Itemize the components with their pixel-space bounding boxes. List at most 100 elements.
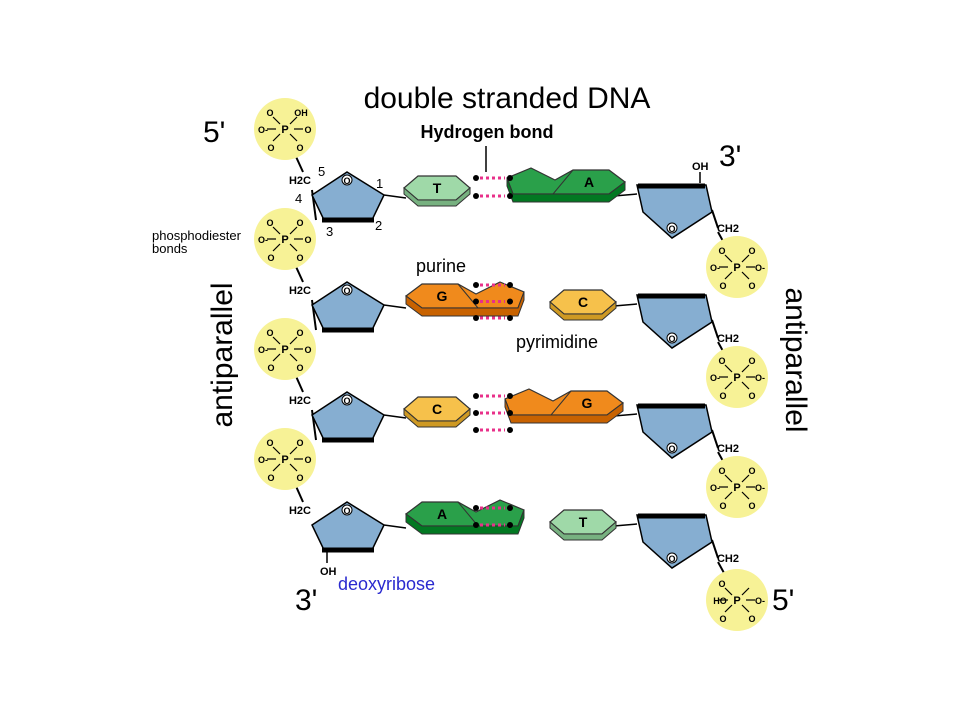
antiparallel-left-label: antiparallel bbox=[206, 282, 239, 427]
base-T-right: T bbox=[549, 509, 617, 541]
base-C-left: C bbox=[403, 396, 471, 428]
phosphate-bond bbox=[741, 491, 750, 500]
phosphate-o: O bbox=[748, 281, 755, 291]
phosphate-bond bbox=[272, 463, 281, 472]
phosphate-p: P bbox=[733, 595, 740, 607]
sugar-o: O bbox=[343, 396, 350, 406]
five-prime-top-label: 5' bbox=[203, 116, 225, 149]
bond-atom bbox=[507, 315, 513, 321]
hydrogen-bonds-row-3 bbox=[473, 393, 513, 433]
hydrogen-bonds-row-1 bbox=[473, 175, 513, 199]
phosphate-bond bbox=[741, 364, 750, 373]
base-letter: A bbox=[437, 506, 447, 522]
sugar-oxygen bbox=[341, 284, 353, 296]
base-side bbox=[403, 186, 471, 207]
base-side bbox=[405, 291, 525, 317]
phosphate-bond bbox=[724, 587, 733, 596]
phosphate-o-minus: O- bbox=[258, 455, 268, 465]
phosphate-bond bbox=[724, 604, 733, 613]
sugar-ch2: CH2 bbox=[717, 223, 739, 235]
phosphate-o: O- bbox=[755, 263, 765, 273]
sugar-o: O bbox=[343, 286, 350, 296]
sugar-h2c: H2C bbox=[289, 175, 311, 187]
phosphate-bond bbox=[724, 254, 733, 263]
base-ring-line bbox=[550, 390, 572, 416]
phosphate-bond bbox=[741, 381, 750, 390]
phosphate-o: O- bbox=[755, 596, 765, 606]
phosphate-o-minus: O- bbox=[258, 345, 268, 355]
sugar-oxygen bbox=[666, 552, 678, 564]
bottom-left-oh: OH bbox=[320, 566, 337, 578]
sugar-ring bbox=[311, 501, 385, 551]
base-ring-line bbox=[552, 169, 574, 195]
phosphate-bond bbox=[272, 336, 281, 345]
base-G-right: G bbox=[504, 388, 624, 424]
base-top bbox=[504, 388, 624, 416]
sugar-o: O bbox=[343, 176, 350, 186]
phosphate-bond bbox=[289, 336, 298, 345]
base-letter: G bbox=[582, 395, 593, 411]
base-letter: C bbox=[578, 294, 588, 310]
three-prime-top-label: 3' bbox=[719, 140, 741, 173]
bond-atom bbox=[507, 427, 513, 433]
bond-atom bbox=[507, 282, 513, 288]
phosphate-p: P bbox=[281, 454, 288, 466]
bond-atom bbox=[507, 175, 513, 181]
bond-atom bbox=[473, 410, 479, 416]
phosphate-bond bbox=[272, 116, 281, 125]
phosphate-o: O bbox=[748, 501, 755, 511]
phosphate-o-minus: O- bbox=[258, 235, 268, 245]
bond-atom bbox=[507, 393, 513, 399]
phosphate-circle bbox=[706, 569, 768, 631]
bond-atom bbox=[507, 505, 513, 511]
phosphate-o: O bbox=[266, 438, 273, 448]
phosphate-bond bbox=[272, 133, 281, 142]
phosphate-oh: OH bbox=[294, 108, 308, 118]
base-A-left: A bbox=[405, 499, 525, 535]
phosphate-o: O bbox=[296, 363, 303, 373]
sugar-h2c: H2C bbox=[289, 285, 311, 297]
phosphate-bond bbox=[741, 587, 750, 596]
phosphate-o: O bbox=[718, 466, 725, 476]
carbon-number-1: 1 bbox=[376, 176, 383, 191]
sugar-oxygen bbox=[341, 504, 353, 516]
phosphate-o: O bbox=[304, 455, 311, 465]
phosphate-o: O bbox=[748, 246, 755, 256]
phosphate-o: O bbox=[267, 253, 274, 263]
phosphate-o: O bbox=[719, 281, 726, 291]
base-letter: A bbox=[584, 174, 594, 190]
phosphate-o: O bbox=[266, 328, 273, 338]
bond-atom bbox=[473, 315, 479, 321]
phosphate-p: P bbox=[733, 262, 740, 274]
phosphate-o-minus: O- bbox=[258, 125, 268, 135]
phosphate-o: O bbox=[748, 391, 755, 401]
carbon-number-3: 3 bbox=[326, 224, 333, 239]
phosphate-bond bbox=[289, 133, 298, 142]
carbon-number-2: 2 bbox=[375, 218, 382, 233]
phosphate-bond bbox=[289, 446, 298, 455]
phosphate-p: P bbox=[281, 344, 288, 356]
phosphate-bond bbox=[724, 474, 733, 483]
phosphodiester-label-line1: phosphodiester bbox=[152, 228, 242, 243]
phosphate-o: O bbox=[296, 143, 303, 153]
phosphate-o: O bbox=[296, 473, 303, 483]
phosphate-o-minus: O- bbox=[710, 263, 720, 273]
phosphate-o: O bbox=[267, 473, 274, 483]
phosphate-bond bbox=[741, 254, 750, 263]
phosphate-bond bbox=[272, 226, 281, 235]
base-side bbox=[504, 398, 624, 424]
base-ring-line bbox=[457, 501, 479, 527]
sugar-oxygen bbox=[341, 394, 353, 406]
base-side bbox=[506, 177, 626, 203]
bond-atom bbox=[507, 410, 513, 416]
